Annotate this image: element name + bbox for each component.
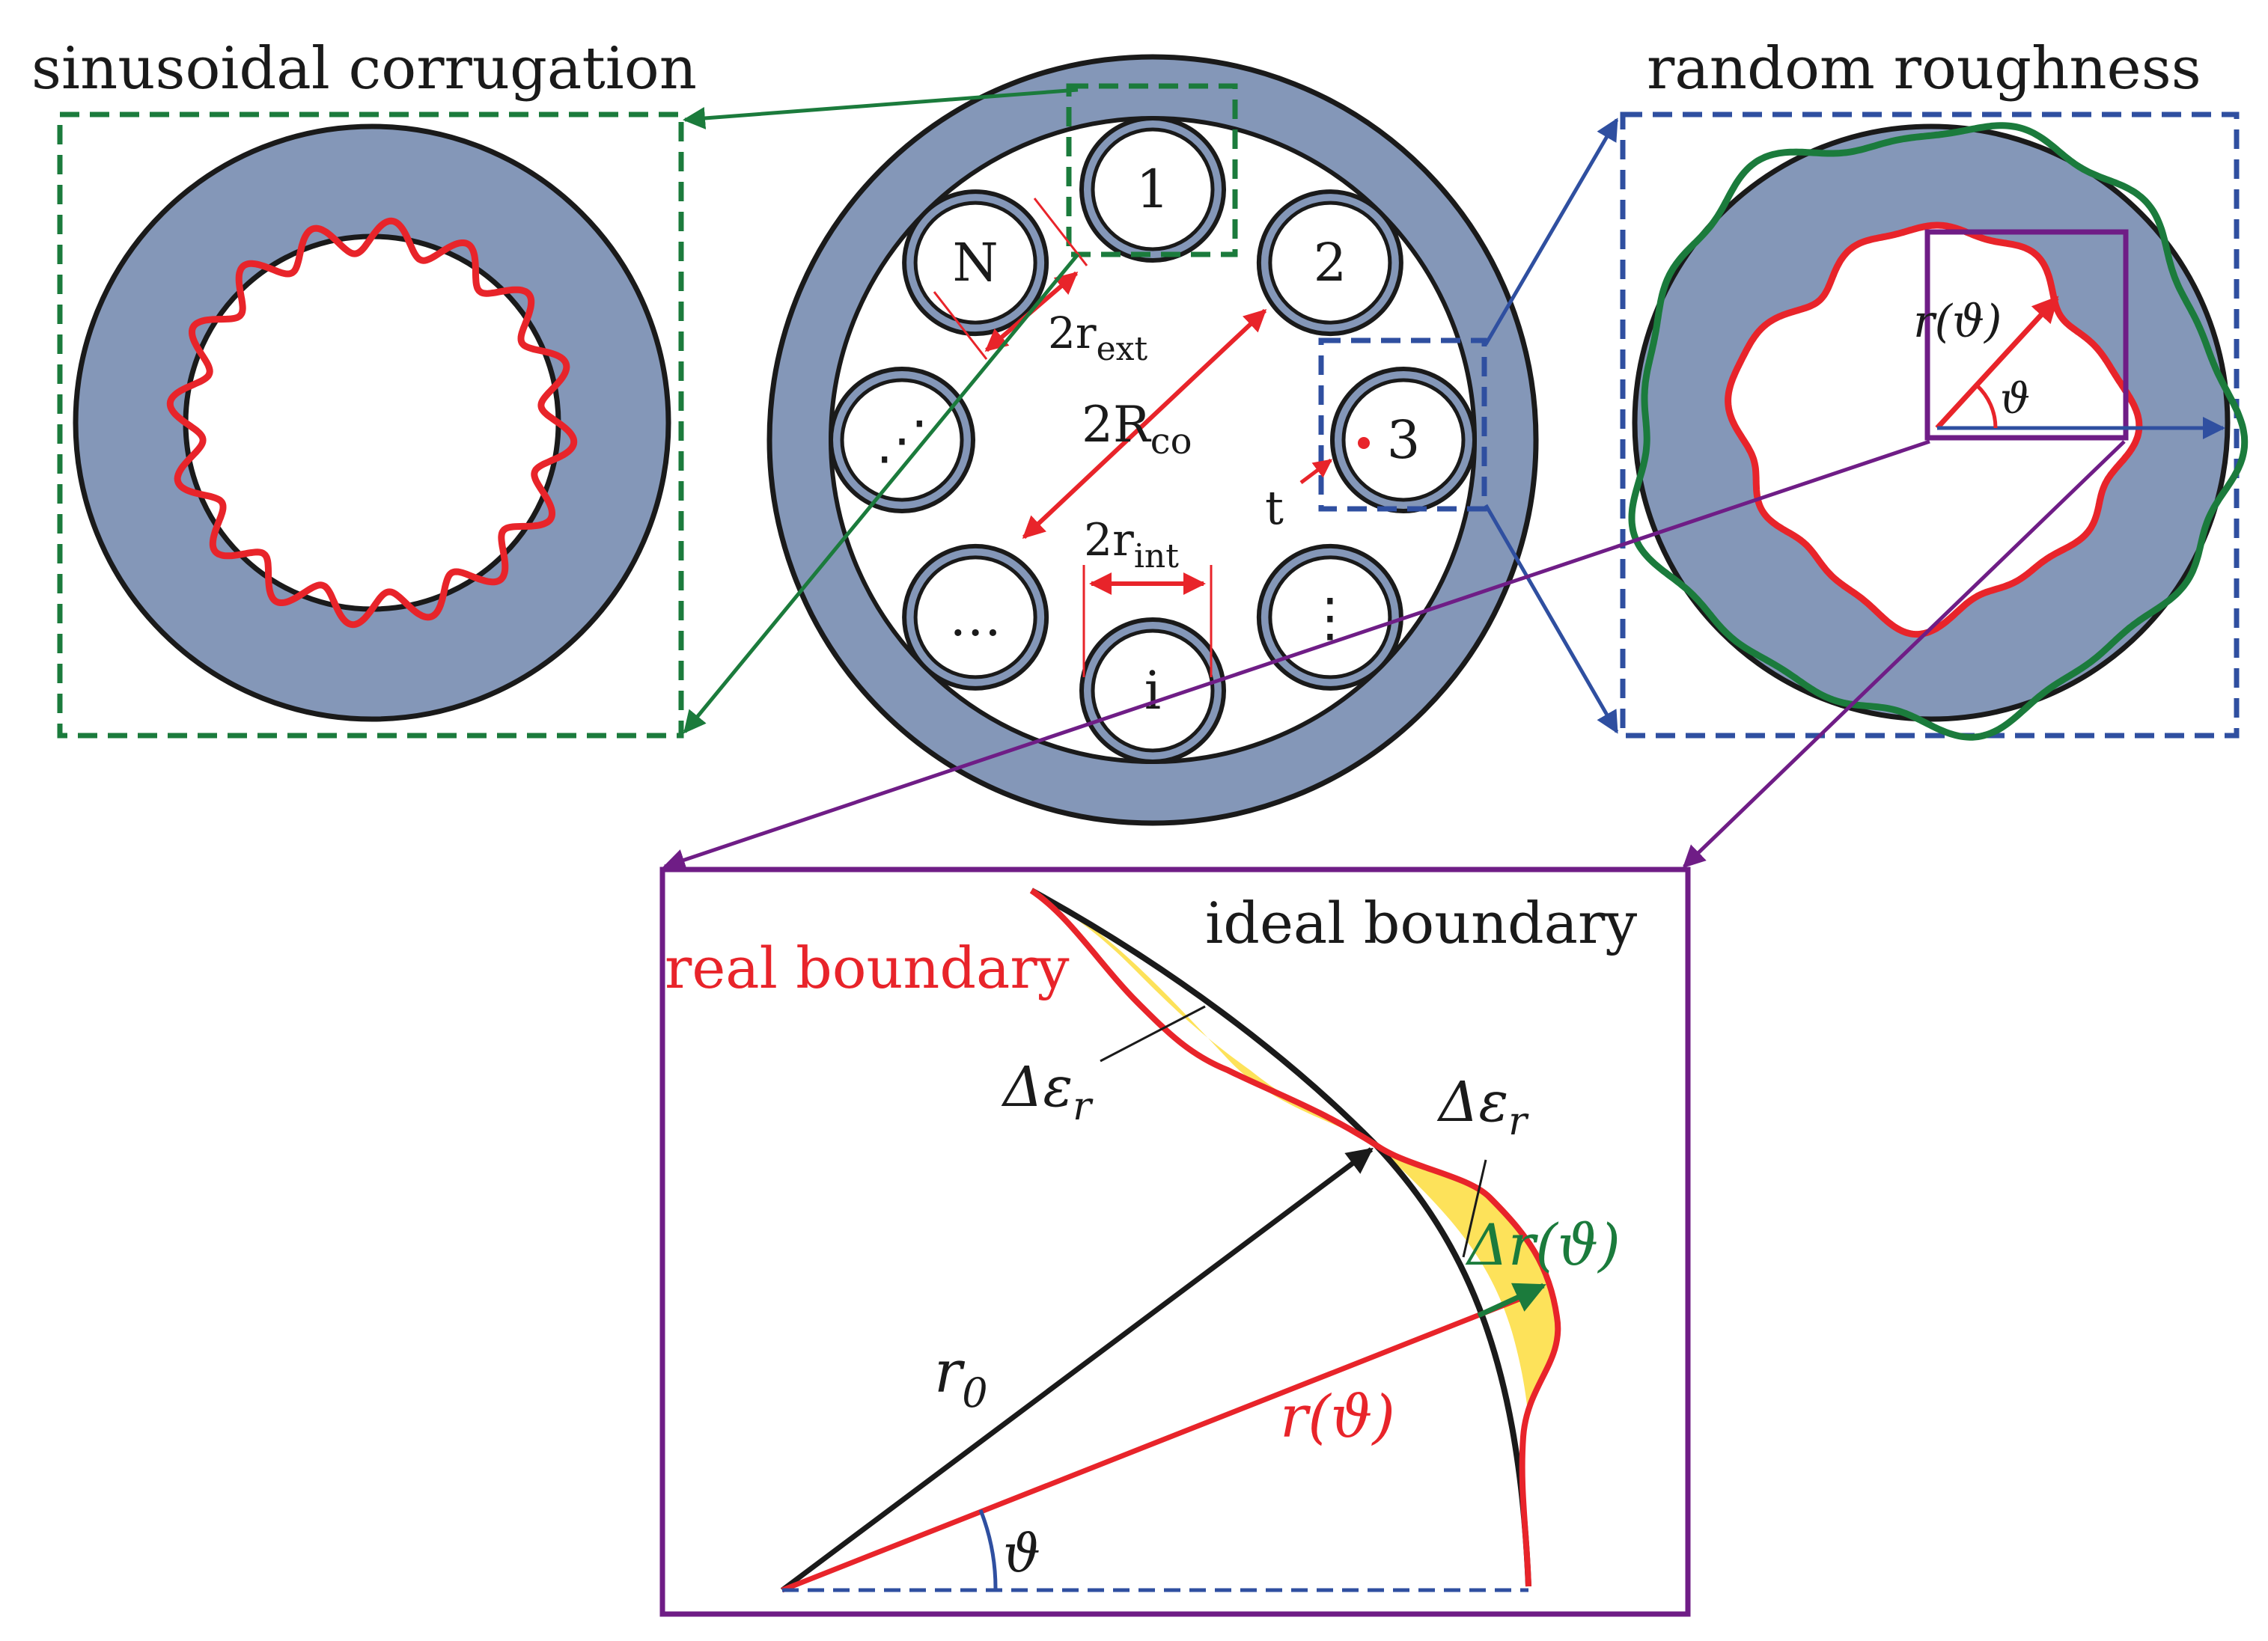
- real-boundary-curve: [1029, 887, 1561, 1587]
- subconductor-3: 3: [1330, 367, 1477, 513]
- subconductor-bore: [840, 378, 964, 502]
- vector-r0: [780, 1147, 1374, 1592]
- subconductor-6: …: [902, 543, 1049, 691]
- ideal-boundary-label: ideal boundary: [1205, 890, 1637, 956]
- zoom-arrow-to-right-top: [1484, 117, 1619, 346]
- subconductor-label: i: [1144, 660, 1161, 721]
- detail-arrow-right: [1682, 440, 2126, 869]
- leader-delta-eps-1: [1100, 1005, 1206, 1063]
- subconductor-bore: [1341, 378, 1466, 502]
- dim-ext-tangent-bottom: [933, 291, 988, 360]
- subconductor-7: ⋰: [829, 367, 975, 513]
- left-panel-frame: [57, 111, 684, 739]
- subconductor-bore: [1091, 127, 1215, 251]
- subconductor-4: ⋮: [1256, 543, 1403, 691]
- zoom-box-conductor-1: [1066, 83, 1238, 257]
- vector-delta-r: [1477, 1283, 1546, 1318]
- zoom-box-conductor-3: [1318, 337, 1487, 512]
- subconductor-1: 1: [1079, 116, 1226, 263]
- subconductor-bore: [1268, 555, 1392, 679]
- subconductor-bore: [913, 555, 1037, 679]
- subconductor-label: ⋰: [876, 409, 928, 471]
- detail-theta-label: ϑ: [1003, 1523, 1040, 1584]
- subconductor-label: 1: [1136, 159, 1170, 220]
- zoom-arrow-to-right-bottom: [1484, 504, 1619, 734]
- subconductor-8: N: [902, 189, 1049, 337]
- right-theta-arc: [1975, 384, 1998, 429]
- subconductor-label: 2: [1314, 232, 1347, 293]
- r0-label: r0: [934, 1339, 988, 1417]
- right-theta-label: ϑ: [2000, 375, 2030, 424]
- subconductor-bore: [1268, 201, 1392, 325]
- right-rough-inner-boundary: [1725, 221, 2143, 638]
- right-zoom-box: [1924, 229, 2129, 441]
- subconductor-label: …: [949, 587, 1002, 648]
- dim-int-label: 2rint: [1084, 514, 1179, 575]
- subconductor-bore: [1091, 629, 1215, 753]
- r-theta-label: r(ϑ): [1280, 1384, 1395, 1451]
- delta-eps-label-1: Δεr: [1001, 1055, 1094, 1129]
- dim-co-label: 2Rco: [1082, 396, 1192, 462]
- dim-co-arrow: [1022, 308, 1267, 540]
- subconductor-2: 2: [1256, 189, 1403, 337]
- right-rough-outer-boundary: [1628, 122, 2249, 741]
- vector-r-theta: [781, 1292, 1532, 1593]
- delta-eps-label-2: Δεr: [1436, 1070, 1529, 1144]
- zoom-arrow-to-left-bottom: [683, 253, 1079, 734]
- right-panel-title: random roughness: [1647, 35, 2201, 103]
- detail-theta-arc: [978, 1509, 998, 1591]
- subconductor-5: i: [1079, 617, 1226, 764]
- detail-arrow-left: [662, 439, 1930, 871]
- right-panel-frame: [1620, 111, 2240, 739]
- subconductor-label: N: [952, 232, 998, 293]
- dim-t-label: t: [1265, 480, 1284, 535]
- dim-ext-tangent-top: [1033, 198, 1088, 266]
- right-r-arrow: [1935, 296, 2059, 430]
- leader-delta-eps-2: [1462, 1159, 1487, 1258]
- left-corrugated-boundary: [166, 217, 578, 629]
- real-boundary-label: real boundary: [665, 935, 1070, 1001]
- dim-t-dot: [1358, 437, 1370, 449]
- left-panel-title: sinusoidal corrugation: [31, 35, 697, 103]
- right-r-theta-label: r(ϑ): [1913, 296, 2002, 348]
- dim-t-arrow: [1299, 459, 1332, 484]
- delta-r-theta-label: Δr(ϑ): [1465, 1211, 1621, 1278]
- zoom-arrow-to-left-top: [683, 88, 1079, 129]
- subconductor-label: 3: [1387, 409, 1421, 471]
